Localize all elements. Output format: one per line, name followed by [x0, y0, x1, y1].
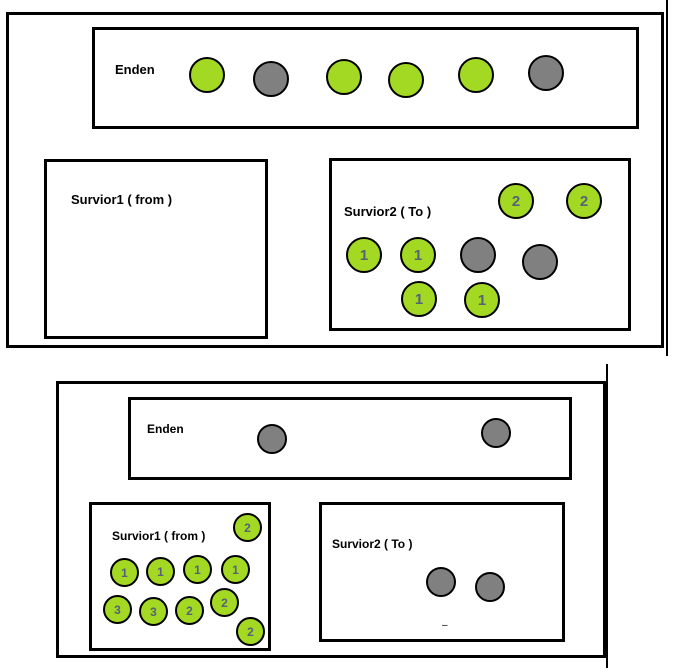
top-survivor2-object-age-2: 2: [498, 183, 534, 219]
age-label: 2: [186, 603, 193, 618]
top-survivor2-object-age-1: 1: [346, 237, 382, 273]
bottom-right-edge-line: [606, 364, 608, 668]
age-label: 3: [114, 602, 121, 617]
age-label: 1: [413, 246, 423, 264]
bottom-survivor2-box: Survior2 ( To ) –: [319, 502, 565, 642]
bottom-eden-object-dead: [257, 424, 287, 454]
top-survivor2-object-age-1: 1: [401, 281, 437, 317]
bottom-survivor1-object-age-2: 2: [210, 588, 239, 617]
top-survivor1-box: Survior1 ( from ): [44, 159, 268, 339]
top-eden-object-live: [458, 57, 494, 93]
top-eden-object-dead: [528, 55, 564, 91]
bottom-survivor2-dash-mark: –: [442, 620, 448, 631]
bottom-survivor1-object-age-1: 1: [183, 555, 212, 584]
age-label: 1: [157, 564, 164, 579]
age-label: 1: [121, 565, 128, 580]
top-eden-label: Enden: [115, 62, 155, 77]
top-eden-object-live: [388, 62, 424, 98]
bottom-survivor1-object-age-1: 1: [221, 555, 250, 584]
bottom-survivor1-object-age-1: 1: [146, 557, 175, 586]
top-survivor2-object-age-1: 1: [464, 282, 500, 318]
bottom-survivor1-object-age-2: 2: [233, 513, 262, 542]
top-eden-object-dead: [253, 61, 289, 97]
top-survivor1-label: Survior1 ( from ): [71, 192, 173, 207]
top-eden-object-live: [326, 59, 362, 95]
age-label: 1: [414, 290, 424, 308]
bottom-survivor2-object-dead: [426, 567, 456, 597]
age-label: 1: [232, 562, 239, 577]
bottom-eden-label: Enden: [147, 422, 184, 436]
bottom-survivor1-object-age-3: 3: [103, 595, 132, 624]
bottom-survivor1-label: Survior1 ( from ): [112, 529, 206, 543]
bottom-survivor1-object-age-1: 1: [110, 558, 139, 587]
top-right-edge-line: [666, 0, 668, 356]
top-eden-object-live: [189, 57, 225, 93]
bottom-survivor1-object-age-3: 3: [139, 597, 168, 626]
age-label: 2: [511, 192, 521, 210]
age-label: 2: [244, 520, 251, 535]
top-survivor2-object-age-2: 2: [566, 183, 602, 219]
age-label: 2: [221, 595, 228, 610]
top-survivor2-object-dead: [522, 244, 558, 280]
bottom-survivor2-label: Survior2 ( To ): [332, 537, 413, 551]
age-label: 1: [477, 291, 487, 309]
bottom-survivor1-object-age-2: 2: [236, 617, 265, 646]
age-label: 3: [150, 604, 157, 619]
age-label: 1: [359, 246, 369, 264]
bottom-survivor2-object-dead: [475, 572, 505, 602]
age-label: 1: [194, 562, 201, 577]
bottom-eden-object-dead: [481, 418, 511, 448]
bottom-survivor1-object-age-2: 2: [175, 596, 204, 625]
top-survivor2-object-dead: [460, 237, 496, 273]
top-survivor2-label: Survior2 ( To ): [344, 204, 432, 219]
top-survivor2-object-age-1: 1: [400, 237, 436, 273]
age-label: 2: [247, 624, 254, 639]
age-label: 2: [579, 192, 589, 210]
